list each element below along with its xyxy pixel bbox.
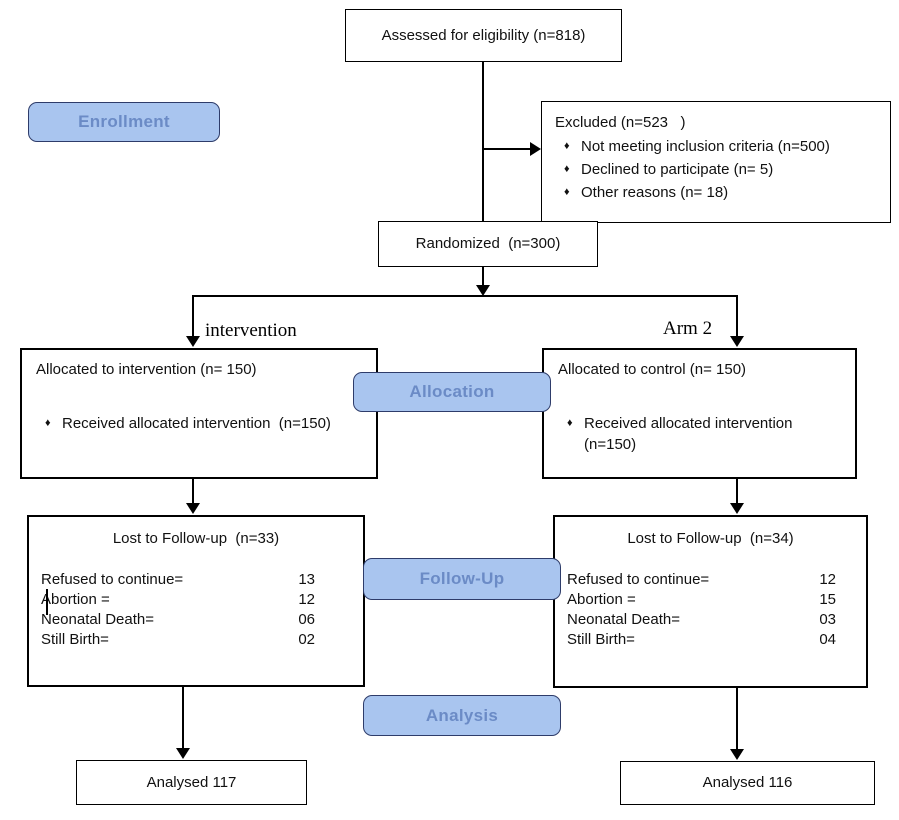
arrowhead-down-icon: [730, 749, 744, 760]
connector-assessed-to-randomized: [482, 62, 484, 221]
followup-row-value: 15: [819, 591, 836, 608]
split-line: [192, 295, 738, 297]
excluded-bullet-row: ♦ Other reasons (n= 18): [555, 181, 882, 204]
allocation-stage-badge: Allocation: [353, 372, 551, 412]
allocation-stage-label: Allocation: [409, 382, 495, 401]
arrowhead-down-icon: [476, 285, 490, 296]
enrollment-stage-label: Enrollment: [78, 112, 170, 131]
followup-left-box: Lost to Follow-up (n=33) Refused to cont…: [27, 515, 365, 687]
bullet-diamond-icon: ♦: [45, 417, 51, 429]
followup-right-rows: Refused to continue= 12 Abortion = 15 Ne…: [555, 570, 866, 650]
allocation-left-bullet-text: Received allocated intervention (n=150): [62, 415, 331, 432]
connector-to-excluded: [483, 148, 532, 150]
followup-row-label: Still Birth=: [567, 631, 635, 648]
followup-row-label: Neonatal Death=: [41, 611, 154, 628]
followup-row-label: Abortion =: [41, 591, 110, 608]
excluded-title: Excluded (n=523 ): [555, 114, 686, 131]
arrowhead-right-icon: [530, 142, 541, 156]
allocation-right-title: Allocated to control (n= 150): [558, 361, 747, 378]
analysis-stage-badge: Analysis: [363, 695, 561, 736]
randomized-text: Randomized (n=300): [415, 235, 561, 252]
followup-row-value: 06: [298, 611, 315, 628]
branch-left-label: intervention: [205, 320, 297, 341]
followup-stage-label: Follow-Up: [419, 569, 505, 588]
excluded-bullet-text: Not meeting inclusion criteria (n=500): [581, 138, 830, 155]
followup-row-label: Refused to continue=: [567, 571, 710, 588]
followup-row-value: 04: [819, 631, 836, 648]
assessed-box: Assessed for eligibility (n=818): [345, 9, 622, 62]
connector-split-right: [736, 296, 738, 337]
excluded-bullet-text: Declined to participate (n= 5): [581, 161, 774, 178]
analysed-right-text: Analysed 116: [702, 774, 793, 791]
followup-right-box: Lost to Follow-up (n=34) Refused to cont…: [553, 515, 868, 688]
followup-row-value: 13: [298, 571, 315, 588]
analysed-right-box: Analysed 116: [620, 761, 875, 805]
followup-row-label: Still Birth=: [41, 631, 109, 648]
arrowhead-down-icon: [186, 503, 200, 514]
excluded-bullet-text: Other reasons (n= 18): [581, 184, 729, 201]
allocation-left-box: Allocated to intervention (n= 150) ♦ Rec…: [20, 348, 378, 479]
arrowhead-down-icon: [176, 748, 190, 759]
allocation-right-bullet-row: ♦ Received allocated intervention: [558, 413, 847, 434]
connector-allocright-to-followup: [736, 478, 738, 505]
bullet-diamond-icon: ♦: [564, 163, 570, 175]
allocation-right-bullet-text: Received allocated intervention: [584, 415, 793, 432]
bullet-diamond-icon: ♦: [567, 417, 573, 429]
followup-row: Neonatal Death= 03: [555, 610, 866, 630]
enrollment-stage-badge: Enrollment: [28, 102, 220, 142]
followup-row-label: Neonatal Death=: [567, 611, 680, 628]
followup-left-rows: Refused to continue= 13 Abortion = 12 Ne…: [29, 570, 363, 650]
followup-row: Refused to continue= 13: [29, 570, 363, 590]
followup-row-label: Abortion =: [567, 591, 636, 608]
followup-stage-badge: Follow-Up: [363, 558, 561, 600]
bullet-diamond-icon: ♦: [564, 186, 570, 198]
analysis-stage-label: Analysis: [425, 705, 499, 725]
allocation-right-box: Allocated to control (n= 150) ♦ Received…: [542, 348, 857, 479]
followup-row: Abortion = 12: [29, 590, 363, 610]
followup-row: Still Birth= 04: [555, 630, 866, 650]
arrowhead-down-icon: [730, 336, 744, 347]
allocation-left-bullet-row: ♦ Received allocated intervention (n=150…: [36, 413, 368, 434]
connector-allocleft-to-followup: [192, 479, 194, 505]
allocation-left-title: Allocated to intervention (n= 150): [36, 361, 257, 378]
followup-left-title: Lost to Follow-up (n=33): [112, 530, 280, 547]
followup-row-value: 12: [298, 591, 315, 608]
followup-row: Abortion = 15: [555, 590, 866, 610]
followup-row: Still Birth= 02: [29, 630, 363, 650]
connector-split-left: [192, 296, 194, 337]
analysed-left-box: Analysed 117: [76, 760, 307, 805]
followup-row: Refused to continue= 12: [555, 570, 866, 590]
followup-row-value: 02: [298, 631, 315, 648]
followup-right-title: Lost to Follow-up (n=34): [627, 530, 794, 547]
followup-row: Neonatal Death= 06: [29, 610, 363, 630]
assessed-text: Assessed for eligibility (n=818): [381, 26, 586, 44]
allocation-right-bullet-continued: (n=150): [584, 436, 637, 453]
followup-row-value: 03: [819, 611, 836, 628]
bullet-diamond-icon: ♦: [564, 140, 570, 152]
connector-followupleft-to-analysed: [182, 687, 184, 749]
connector-followupright-to-analysed: [736, 688, 738, 750]
followup-row-value: 12: [819, 571, 836, 588]
branch-right-label: Arm 2: [663, 318, 713, 339]
text-cursor-artifact: [46, 589, 48, 615]
arrowhead-down-icon: [186, 336, 200, 347]
followup-row-label: Refused to continue=: [41, 571, 184, 588]
excluded-bullet-row: ♦ Not meeting inclusion criteria (n=500): [555, 135, 882, 158]
analysed-left-text: Analysed 117: [146, 773, 237, 791]
excluded-bullet-row: ♦ Declined to participate (n= 5): [555, 158, 882, 181]
connector-randomized-to-split: [482, 267, 484, 287]
excluded-box: Excluded (n=523 ) ♦ Not meeting inclusio…: [541, 101, 891, 223]
arrowhead-down-icon: [730, 503, 744, 514]
randomized-box: Randomized (n=300): [378, 221, 598, 267]
